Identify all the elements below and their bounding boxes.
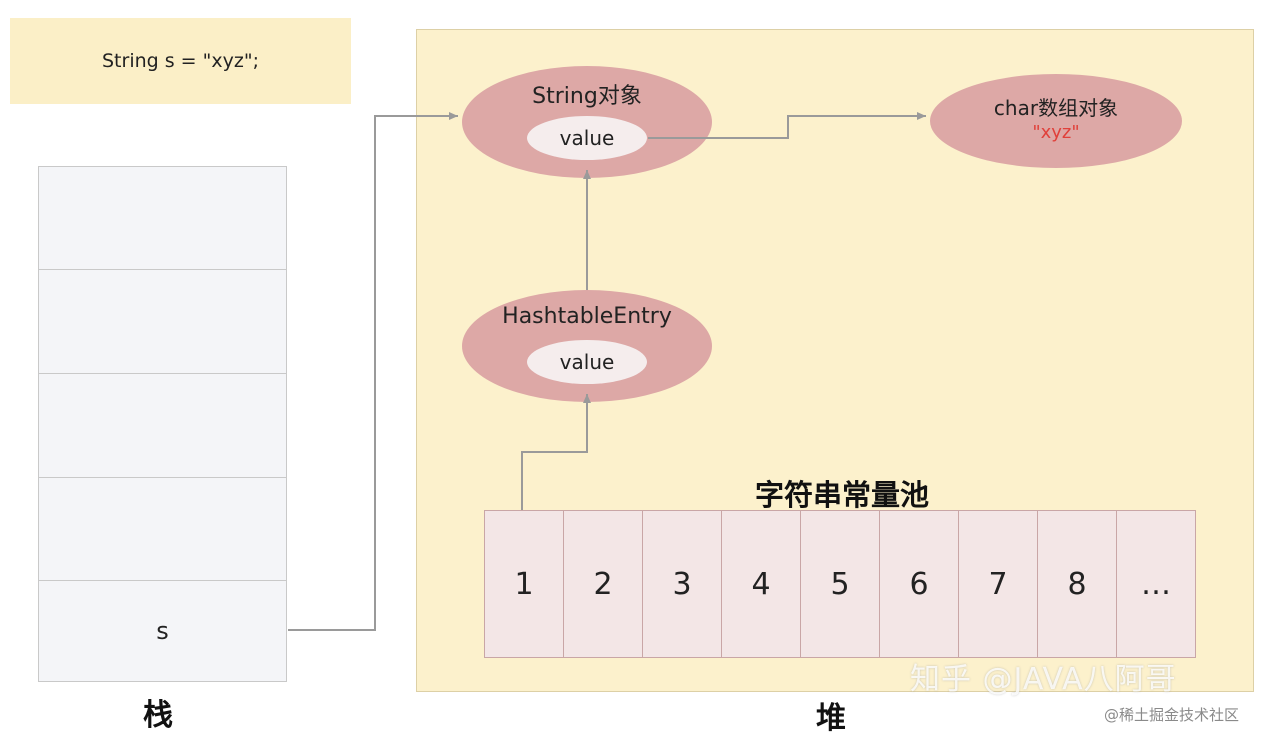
- char-array-value: "xyz": [1032, 122, 1080, 143]
- pool-cell: 8: [1038, 511, 1117, 657]
- pool-cell: 7: [959, 511, 1038, 657]
- char-array-object: char数组对象 "xyz": [930, 74, 1182, 168]
- string-pool-title: 字符串常量池: [754, 478, 929, 512]
- string-pool: 1 2 3 4 5 6 7 8 …: [484, 510, 1196, 658]
- watermark: 知乎 @JAVA八阿哥: [910, 662, 1177, 697]
- heap-label: 堆: [816, 701, 846, 736]
- stack-frame: s: [38, 166, 287, 682]
- stack-slot: [39, 374, 286, 478]
- hashtable-entry: HashtableEntry value: [462, 290, 712, 402]
- stack-slot: [39, 270, 286, 374]
- stack-label: 栈: [143, 698, 173, 733]
- string-object: String对象 value: [462, 66, 712, 178]
- string-object-title: String对象: [532, 84, 642, 109]
- code-box: String s = "xyz";: [10, 18, 351, 104]
- char-array-title: char数组对象: [993, 96, 1119, 120]
- pool-cell: 6: [880, 511, 959, 657]
- code-text: String s = "xyz";: [102, 50, 259, 72]
- pool-cell: 3: [643, 511, 722, 657]
- pool-cell: …: [1117, 511, 1195, 657]
- stack-slot: [39, 167, 286, 270]
- string-object-value-field: value: [527, 116, 647, 160]
- hashtable-entry-value-field: value: [527, 340, 647, 384]
- stack-slot: [39, 478, 286, 581]
- stack-var-name: s: [156, 617, 169, 645]
- pool-cell: 2: [564, 511, 643, 657]
- pool-cell: 1: [485, 511, 564, 657]
- credit-text: @稀土掘金技术社区: [1104, 706, 1240, 724]
- pool-cell: 5: [801, 511, 880, 657]
- hashtable-entry-title: HashtableEntry: [502, 304, 672, 329]
- stack-slot-s: s: [39, 581, 286, 681]
- pool-cell: 4: [722, 511, 801, 657]
